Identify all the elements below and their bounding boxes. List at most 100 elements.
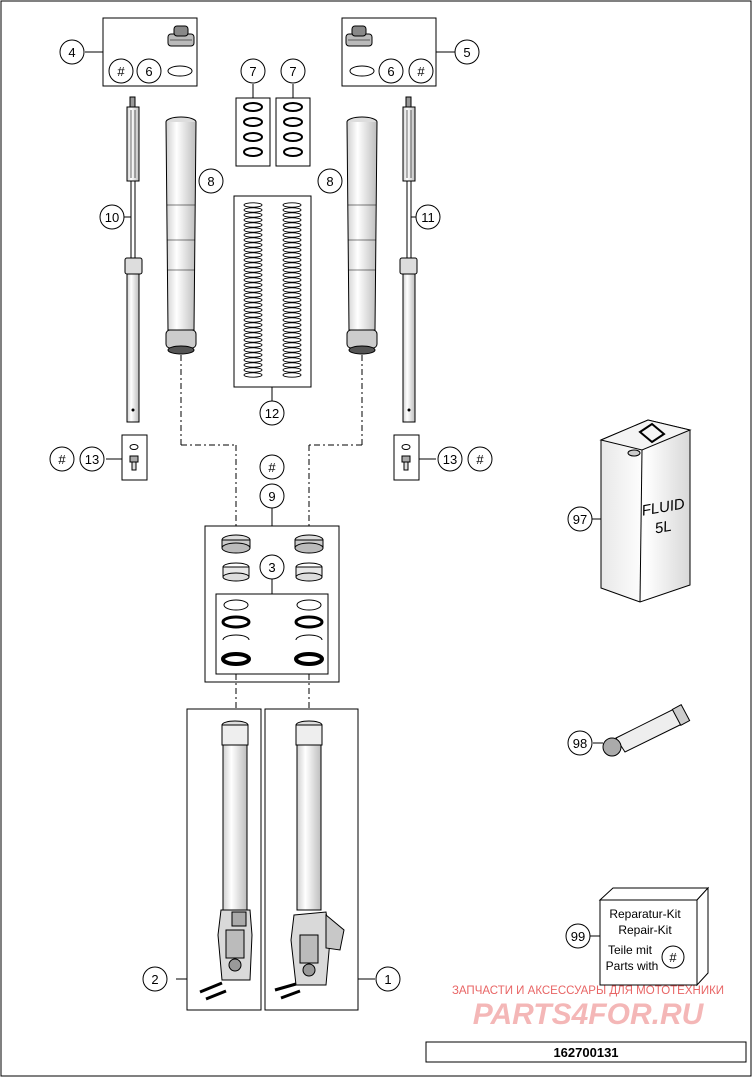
callout-10: 10	[99, 204, 131, 230]
bolt-box-left	[106, 434, 148, 481]
washer-stack-right	[275, 84, 311, 167]
callout-2: 2	[142, 966, 168, 992]
spring-coil	[282, 227, 302, 233]
svg-text:#: #	[117, 64, 125, 79]
spring-coil	[243, 337, 263, 343]
bolt-box-right	[393, 434, 436, 481]
spring-coil	[282, 222, 302, 228]
spring-coil	[282, 332, 302, 338]
svg-text:7: 7	[289, 64, 296, 79]
spring-coil	[282, 322, 302, 328]
svg-text:#: #	[58, 452, 66, 467]
fork-cap-icon	[167, 25, 195, 47]
spring-coil	[282, 217, 302, 223]
watermark-brand: PARTS4FOR.RU	[473, 998, 705, 1031]
spring-coil	[282, 237, 302, 243]
spring-coil	[243, 287, 263, 293]
spring-coil	[282, 262, 302, 268]
damper-rod-right	[399, 96, 418, 423]
hash-symbol: #	[669, 950, 677, 965]
spring-coil	[243, 342, 263, 348]
spring-coil	[282, 372, 302, 378]
callout-layer: 4 # 6 5 6 # 7 7 8 8 10 11 12 # 13 13 # #…	[49, 39, 593, 992]
spring-coil	[282, 367, 302, 373]
spring-coil	[243, 357, 263, 363]
callout-13-right: 13	[437, 446, 463, 472]
svg-text:8: 8	[207, 174, 214, 189]
seal-set-right	[294, 599, 324, 666]
callout-4: 4	[59, 39, 85, 65]
spring-coil	[282, 317, 302, 323]
diagram-id-box: 162700131	[425, 1041, 747, 1063]
spring-coil	[282, 292, 302, 298]
spring-coil	[282, 202, 302, 208]
svg-text:13: 13	[443, 452, 457, 467]
spring-coil	[243, 367, 263, 373]
callout-hash-5: #	[408, 58, 434, 84]
spring-coil	[282, 357, 302, 363]
spring-coil	[282, 287, 302, 293]
fork-leg-left	[176, 708, 262, 1011]
spring-coil	[282, 347, 302, 353]
guide-bushing-left	[221, 534, 251, 554]
spring-coil	[243, 207, 263, 213]
svg-text:97: 97	[573, 512, 587, 527]
repair-kit-en-label: Repair-Kit	[618, 923, 672, 937]
spring-coil	[282, 337, 302, 343]
springs-box	[233, 195, 312, 401]
spring-coil	[282, 242, 302, 248]
spring-coil	[243, 302, 263, 308]
spring-coil	[282, 247, 302, 253]
callout-11: 11	[411, 204, 441, 230]
spring-coil	[282, 297, 302, 303]
outer-tube-left	[165, 116, 237, 540]
svg-text:13: 13	[85, 452, 99, 467]
svg-text:2: 2	[151, 972, 158, 987]
callout-8-right: 8	[317, 168, 343, 194]
svg-text:3: 3	[268, 560, 275, 575]
spring-coil	[243, 247, 263, 253]
repair-kit-de-label: Reparatur-Kit	[609, 907, 681, 921]
spring-coil	[282, 302, 302, 308]
spring-coil	[243, 322, 263, 328]
spring-coil	[282, 307, 302, 313]
spring-coil	[282, 362, 302, 368]
svg-text:1: 1	[384, 972, 391, 987]
callout-9: 9	[259, 483, 285, 509]
seal-kit-box	[215, 593, 329, 675]
svg-text:#: #	[476, 452, 484, 467]
fork-cap-icon	[345, 25, 373, 47]
parts-with-en-label: Parts with	[606, 959, 659, 973]
svg-text:6: 6	[145, 64, 152, 79]
spring-coil	[243, 362, 263, 368]
spring-coil	[243, 242, 263, 248]
spring-coil	[282, 282, 302, 288]
parts-with-de-label: Teile mit	[608, 943, 653, 957]
watermark: ЗАПЧАСТИ И АКСЕССУАРЫ ДЛЯ МОТОТЕХНИКИ PA…	[452, 985, 724, 1031]
callout-3: 3	[259, 554, 285, 580]
callout-98: 98	[567, 730, 593, 756]
slide-bushing-left	[222, 562, 250, 582]
o-ring-icon	[167, 65, 193, 77]
hash-symbol-circle	[661, 945, 685, 969]
diagram-id: 162700131	[553, 1045, 618, 1060]
callout-1: 1	[375, 966, 401, 992]
spring-coil	[243, 272, 263, 278]
spring-coil	[243, 222, 263, 228]
fluid-volume-label: 5L	[654, 518, 673, 538]
spring-coil	[243, 237, 263, 243]
svg-text:5: 5	[463, 45, 470, 60]
spring-coil	[282, 252, 302, 258]
o-ring-icon	[349, 65, 375, 77]
fork-oil-can: FLUID 5L	[592, 419, 692, 603]
callout-hash-9: #	[259, 454, 285, 480]
seal-set-left	[221, 599, 251, 666]
spring-coil	[243, 267, 263, 273]
callout-7-right: 7	[280, 58, 306, 84]
spring-coil	[243, 372, 263, 378]
svg-text:#: #	[268, 460, 276, 475]
svg-text:99: 99	[571, 929, 585, 944]
spring-coil	[282, 212, 302, 218]
spring-right	[282, 202, 302, 378]
